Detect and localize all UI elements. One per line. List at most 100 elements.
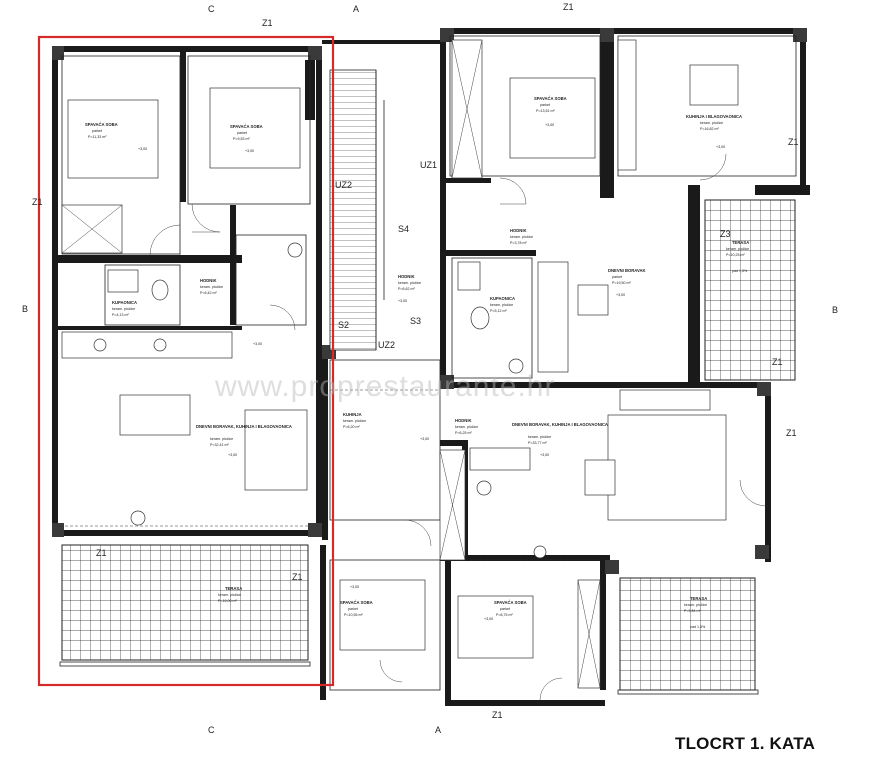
room-bedroom-left-2: SPAVAĆA SOBA parket P=9,53 m² +3,00 — [230, 124, 263, 153]
room-bathroom-left: KUPAONICA keram. pločice P=4,13 m² — [112, 300, 137, 317]
svg-text:P=32,41 m²: P=32,41 m² — [210, 443, 229, 447]
svg-text:+3,00: +3,00 — [350, 585, 359, 589]
svg-text:+3,00: +3,00 — [398, 299, 407, 303]
svg-text:P=11,33 m²: P=11,33 m² — [88, 135, 107, 139]
columns — [52, 28, 807, 574]
wall-z1-2: Z1 — [563, 2, 574, 12]
svg-text:keram. pločice: keram. pločice — [112, 307, 135, 311]
svg-text:parket: parket — [612, 275, 622, 279]
svg-text:parket: parket — [500, 607, 510, 611]
svg-text:pad 1,5%: pad 1,5% — [690, 625, 706, 629]
staircase — [329, 69, 385, 351]
svg-text:SPAVAĆA SOBA: SPAVAĆA SOBA — [340, 600, 373, 605]
svg-text:keram. pločice: keram. pločice — [200, 285, 223, 289]
svg-text:parket: parket — [237, 131, 247, 135]
section-c-bottom: C — [208, 725, 215, 735]
wall-z1-5: Z1 — [786, 428, 797, 438]
wall-z1-4: Z1 — [788, 137, 799, 147]
room-hall-right: HODNIK keram. pločice P=3,78 m² — [510, 228, 533, 245]
svg-text:P=3,78 m²: P=3,78 m² — [510, 241, 527, 245]
svg-text:P=6,42 m²: P=6,42 m² — [200, 291, 217, 295]
room-terrace-right-top: TERASA keram. pločice P=10,25 m² pad 1,5… — [726, 240, 749, 273]
svg-text:DNEVNI BORAVAK, KUHINJA I BLAG: DNEVNI BORAVAK, KUHINJA I BLAGOVAONICA — [196, 424, 292, 429]
section-a-top: A — [353, 4, 359, 14]
room-bathroom-right: KUPAONICA keram. pločice P=5,12 m² — [490, 296, 515, 313]
svg-text:keram. pločice: keram. pločice — [684, 603, 707, 607]
svg-text:keram. pločice: keram. pločice — [210, 437, 233, 441]
svg-text:KUHINJA I BLAGOVAONICA: KUHINJA I BLAGOVAONICA — [686, 114, 742, 119]
svg-text:keram. pločice: keram. pločice — [455, 425, 478, 429]
svg-text:KUPAONICA: KUPAONICA — [490, 296, 515, 301]
svg-text:P=16,82 m²: P=16,82 m² — [700, 127, 719, 131]
room-hall-left: HODNIK keram. pločice P=6,42 m² +3,00 — [200, 278, 262, 346]
svg-text:SPAVAĆA SOBA: SPAVAĆA SOBA — [534, 96, 567, 101]
section-a-bottom: A — [435, 725, 441, 735]
svg-text:TERASA: TERASA — [690, 596, 707, 601]
svg-text:parket: parket — [540, 103, 550, 107]
plan-title: TLOCRT 1. KATA — [675, 734, 815, 753]
room-stair-hall: HODNIK keram. pločice P=6,62 m² +3,00 — [398, 274, 421, 303]
room-labels: SPAVAĆA SOBA parket P=11,33 m² +3,00 SPA… — [85, 96, 749, 629]
watermark: www.proprestaurante.hr — [214, 370, 556, 403]
svg-text:+3,00: +3,00 — [245, 149, 254, 153]
svg-text:+3,00: +3,00 — [545, 123, 554, 127]
svg-text:+3,00: +3,00 — [138, 147, 147, 151]
svg-text:parket: parket — [348, 607, 358, 611]
svg-text:+3,00: +3,00 — [420, 437, 429, 441]
svg-text:P=10,25 m²: P=10,25 m² — [726, 253, 745, 257]
svg-text:P=9,84 m²: P=9,84 m² — [684, 609, 701, 613]
section-marks: C A C A B B Z1 Z1 Z1 Z1 Z1 Z1 Z1 Z1 Z1 Z… — [22, 2, 838, 735]
svg-text:HODNIK: HODNIK — [200, 278, 217, 283]
svg-text:P=33,77 m²: P=33,77 m² — [528, 441, 547, 445]
svg-text:P=19,50 m²: P=19,50 m² — [612, 281, 631, 285]
svg-text:keram. pločice: keram. pločice — [528, 435, 551, 439]
stair-s2: S2 — [338, 320, 349, 330]
svg-text:keram. pločice: keram. pločice — [398, 281, 421, 285]
walls — [52, 28, 810, 706]
svg-text:P=6,25 m²: P=6,25 m² — [455, 431, 472, 435]
svg-text:P=8,75 m²: P=8,75 m² — [496, 613, 513, 617]
svg-text:P=16,00 m²: P=16,00 m² — [218, 599, 237, 603]
svg-text:DNEVNI BORAVAK, KUHINJA I BLAG: DNEVNI BORAVAK, KUHINJA I BLAGOVAONICA — [512, 422, 608, 427]
apartment-highlight — [37, 35, 335, 687]
svg-text:keram. pločice: keram. pločice — [700, 121, 723, 125]
room-bedroom-left-1: SPAVAĆA SOBA parket P=11,33 m² +3,00 — [85, 122, 147, 151]
svg-text:SPAVAĆA SOBA: SPAVAĆA SOBA — [494, 600, 527, 605]
wall-z1-3: Z1 — [32, 197, 43, 207]
svg-text:KUHINJA: KUHINJA — [343, 412, 362, 417]
room-hall-mid: HODNIK keram. pločice P=6,25 m² +3,00 — [420, 418, 478, 441]
svg-text:TERASA: TERASA — [225, 586, 242, 591]
svg-text:keram. pločice: keram. pločice — [343, 419, 366, 423]
room-kitchen-mid: KUHINJA keram. pločice P=6,20 m² — [343, 412, 366, 429]
svg-text:+3,00: +3,00 — [716, 145, 725, 149]
svg-text:HODNIK: HODNIK — [398, 274, 415, 279]
svg-text:P=10,55 m²: P=10,55 m² — [344, 613, 363, 617]
section-c-top: C — [208, 4, 215, 14]
svg-text:keram. pločice: keram. pločice — [218, 593, 241, 597]
wall-z1-9: Z1 — [772, 357, 783, 367]
svg-text:P=5,12 m²: P=5,12 m² — [490, 309, 507, 313]
svg-text:SPAVAĆA SOBA: SPAVAĆA SOBA — [85, 122, 118, 127]
svg-text:+3,00: +3,00 — [253, 342, 262, 346]
wall-z3: Z3 — [720, 229, 731, 239]
svg-text:keram. pločice: keram. pločice — [510, 235, 533, 239]
furniture — [61, 39, 739, 689]
room-living-right: DNEVNI BORAVAK parket P=19,50 m² +3,00 — [608, 268, 646, 297]
wall-z1-7: Z1 — [292, 572, 303, 582]
room-terrace-right-bottom: TERASA keram. pločice P=9,84 m² pad 1,5% — [684, 596, 707, 629]
room-terrace-left: TERASA keram. pločice P=16,00 m² — [218, 586, 242, 603]
svg-text:P=6,62 m²: P=6,62 m² — [398, 287, 415, 291]
terraces — [59, 199, 796, 695]
svg-text:+3,00: +3,00 — [616, 293, 625, 297]
svg-text:KUPAONICA: KUPAONICA — [112, 300, 137, 305]
doors — [149, 153, 767, 701]
room-bedroom-mid: SPAVAĆA SOBA parket P=10,55 m² +3,00 — [340, 585, 373, 617]
svg-text:P=4,13 m²: P=4,13 m² — [112, 313, 129, 317]
svg-text:P=9,53 m²: P=9,53 m² — [233, 137, 250, 141]
svg-text:P=6,20 m²: P=6,20 m² — [343, 425, 360, 429]
svg-text:DNEVNI BORAVAK: DNEVNI BORAVAK — [608, 268, 646, 273]
partitions — [60, 35, 797, 691]
svg-text:+3,00: +3,00 — [484, 617, 493, 621]
room-kitchen-right: KUHINJA I BLAGOVAONICA keram. pločice P=… — [686, 114, 742, 149]
